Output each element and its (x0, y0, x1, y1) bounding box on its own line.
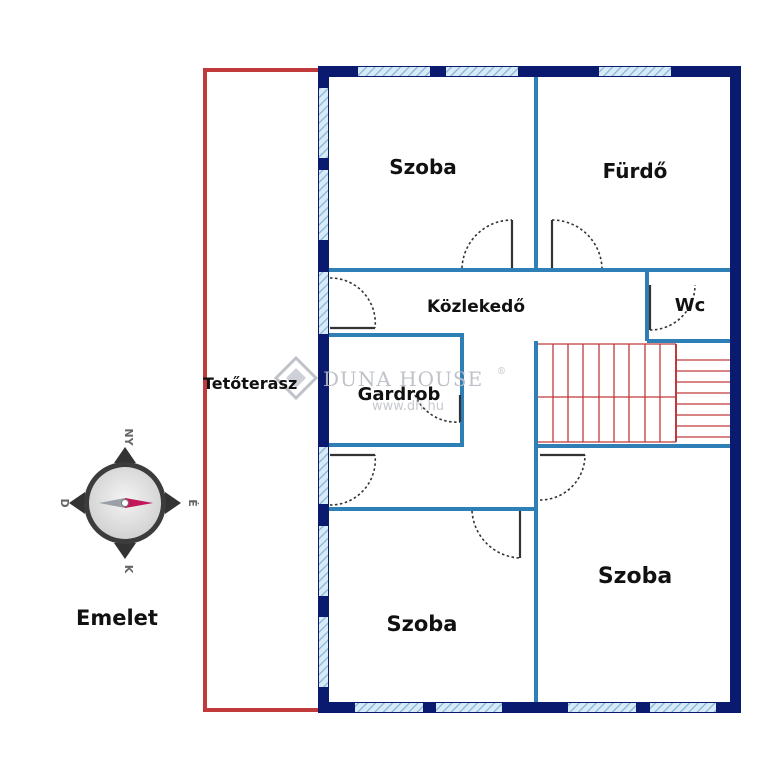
door-wc (649, 284, 696, 331)
compass-label-north: NY (122, 428, 135, 446)
watermark-logo-icon (273, 355, 319, 401)
door-hallway-lower (329, 454, 377, 506)
staircase (538, 343, 732, 443)
doors (329, 219, 696, 559)
compass-label-east: É (186, 499, 199, 507)
terrace-outline (203, 68, 322, 712)
room-label-room-top: Szoba (389, 155, 457, 179)
outer-walls (318, 66, 741, 713)
watermark-brand: DUNA HOUSE (323, 367, 483, 391)
room-label-room-bottom-right: Szoba (598, 564, 672, 589)
floor-label: Emelet (76, 606, 158, 630)
compass-west-pointer (69, 492, 85, 514)
room-label-hallway: Közlekedő (427, 297, 525, 317)
room-label-room-bottom-left: Szoba (387, 612, 458, 636)
door-room-bottom-right (539, 454, 586, 501)
compass-north-pointer (114, 447, 136, 463)
windows (319, 67, 716, 712)
compass-east-pointer (165, 492, 181, 514)
watermark: DUNA HOUSE ® www.dh.hu (273, 355, 506, 414)
room-label-bathroom: Fürdő (603, 159, 668, 183)
compass-south-pointer (114, 543, 136, 559)
compass-label-west: D (58, 498, 71, 507)
door-room-bottom-left (471, 510, 521, 559)
room-label-wardrobe: Gardrob (358, 384, 441, 405)
watermark-url: www.dh.hu (372, 399, 444, 414)
compass-label-south: K (122, 565, 135, 574)
door-wardrobe (414, 394, 461, 423)
door-bathroom (551, 219, 603, 269)
inner-walls (325, 73, 736, 704)
room-label-wc: Wc (675, 295, 706, 316)
room-label-terrace: Tetőterasz (203, 374, 297, 393)
compass: NY É K D (58, 428, 199, 573)
watermark-registered: ® (497, 367, 506, 377)
door-hallway-left (329, 277, 377, 329)
door-room-top (461, 219, 513, 269)
